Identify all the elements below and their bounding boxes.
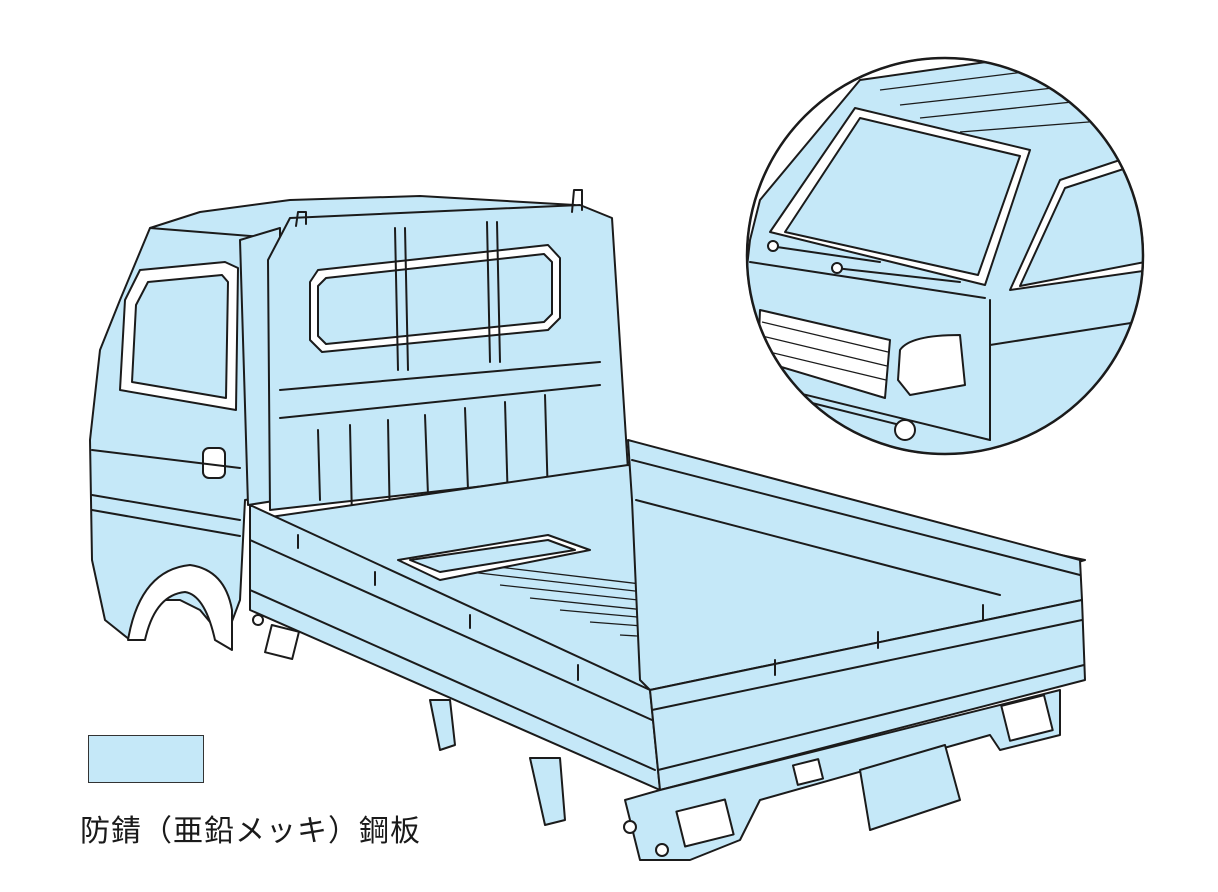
legend-swatch	[88, 735, 204, 783]
wheel-arch	[127, 564, 233, 651]
inset-wiper-right	[834, 267, 961, 283]
license-plate-mount	[791, 758, 825, 786]
inset-wiper-left	[769, 245, 881, 263]
tail-light-right	[1000, 694, 1054, 742]
cab-front-inset	[745, 56, 1145, 456]
tail-gate	[649, 599, 1086, 791]
rear-underbody	[624, 689, 1061, 861]
cab-side-window-inner	[131, 274, 229, 399]
rear-cab-window-glass	[317, 253, 553, 345]
tail-light-left	[675, 798, 735, 848]
inset-headlight	[897, 334, 966, 396]
mud-flap	[859, 744, 961, 831]
guard-frame	[267, 204, 629, 511]
legend-label: 防錆（亜鉛メッキ）鋼板	[80, 814, 421, 849]
truck-body	[89, 189, 1086, 861]
